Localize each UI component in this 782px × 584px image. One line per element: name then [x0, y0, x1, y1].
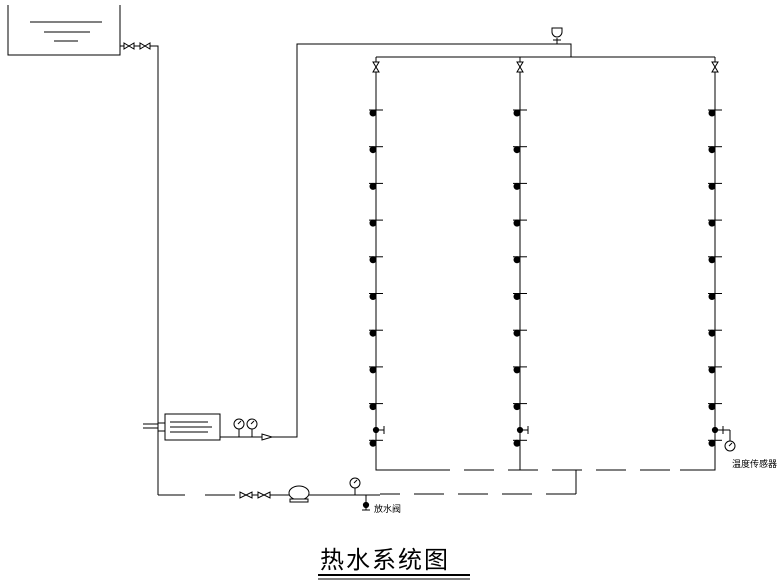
outlet-valve — [708, 403, 722, 411]
outlet-valve — [369, 329, 383, 337]
outlet-valve — [708, 329, 722, 337]
outlet-valve — [513, 182, 527, 190]
roof-water-tank — [7, 5, 121, 56]
outlet-valve — [369, 109, 383, 117]
riser-1 — [369, 57, 385, 447]
riser-3 — [708, 57, 724, 447]
diagram-title: 热水系统图 — [320, 546, 450, 574]
drain-valve-label: 放水阀 — [374, 503, 401, 515]
risers — [369, 57, 724, 447]
outlet-valve — [369, 146, 383, 154]
outlet-valve — [513, 366, 527, 374]
circulation-pump — [288, 485, 345, 503]
drain-valve — [362, 495, 370, 511]
outlet-valve — [708, 219, 722, 227]
outlet-valve — [708, 109, 722, 117]
outlet-valve — [708, 293, 722, 300]
pressure-gauge-return — [345, 477, 380, 496]
outlet-valve — [369, 256, 383, 264]
tank-outlet-valves — [120, 42, 159, 495]
outlet-valve — [513, 146, 527, 154]
outlet-valve — [513, 256, 527, 264]
return-line — [375, 430, 716, 495]
outlet-valve — [513, 403, 527, 411]
outlet-valve — [513, 219, 527, 227]
bottom-valve — [372, 426, 385, 434]
water-heater — [143, 413, 221, 441]
outlet-valve — [369, 182, 383, 190]
outlet-valve — [513, 109, 527, 117]
outlet-valve — [708, 366, 722, 374]
outlet-valve — [369, 293, 383, 300]
heater-outlet-line — [220, 43, 572, 441]
temperature-sensor-label: 温度传感器 — [732, 458, 777, 470]
outlet-valve — [513, 329, 527, 337]
outlet-valve — [513, 293, 527, 300]
outlet-valve — [708, 146, 722, 154]
return-pump-line — [158, 491, 290, 499]
outlet-valve — [708, 256, 722, 264]
outlet-valve — [708, 182, 722, 190]
riser-2 — [513, 57, 529, 447]
bottom-valve — [516, 426, 529, 434]
temperature-sensor — [715, 429, 736, 452]
air-release-valve — [551, 27, 563, 44]
outlet-valve — [369, 366, 383, 374]
outlet-valve — [369, 403, 383, 411]
outlet-valve — [369, 219, 383, 227]
